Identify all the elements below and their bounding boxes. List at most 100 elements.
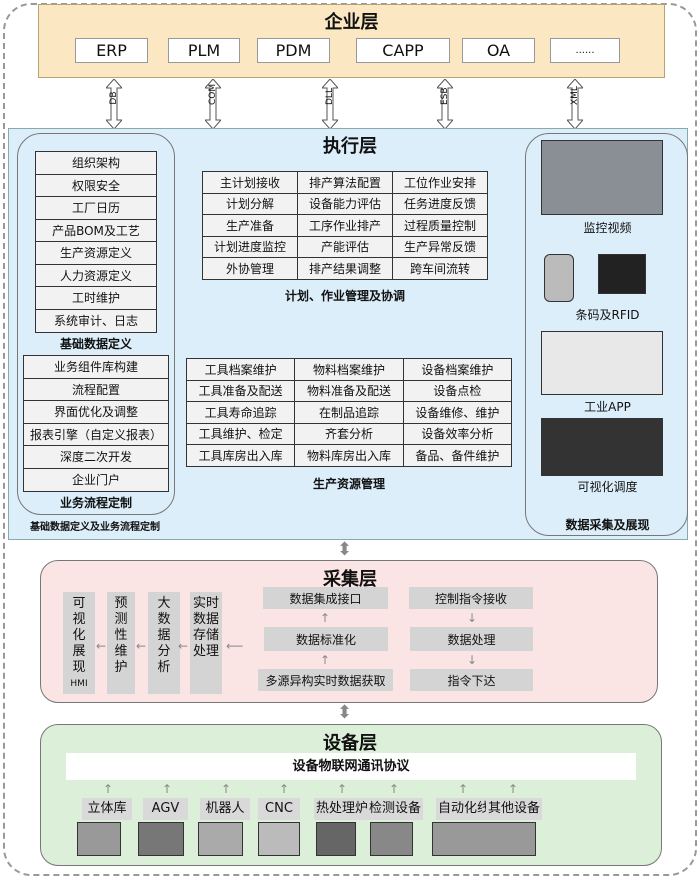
device-label: CNC (258, 798, 300, 820)
interface-label: DB (109, 91, 119, 105)
system-more: ...... (550, 38, 620, 63)
protocol-bar: 设备物联网通讯协议 (66, 753, 636, 780)
warehouse-image (77, 822, 121, 856)
list-item: 生产资源定义 (36, 242, 156, 265)
command-receive: 控制指令接收 (409, 587, 533, 609)
list-item: 产品BOM及工艺 (36, 219, 156, 242)
list-item: 组织架构 (36, 152, 156, 175)
integration-interface: 数据集成接口 (263, 587, 388, 609)
cell: 工序作业排产 (297, 214, 393, 237)
basic-data-label: 基础数据定义 (59, 337, 132, 351)
planning-label: 计划、作业管理及协调 (284, 289, 405, 303)
bigdata-box: 大数据分析 (148, 592, 180, 694)
list-item: 人力资源定义 (36, 264, 156, 287)
arrow-up-icon: ↑ (458, 782, 469, 796)
arrow-down-icon: ↓ (467, 653, 478, 667)
cell: 工具寿命追踪 (185, 401, 296, 424)
interface-label: ESB (440, 87, 450, 105)
basic-business-panel (17, 133, 175, 515)
device-label: 自动化线 (436, 798, 492, 820)
enterprise-title: 企业层 (324, 12, 379, 33)
cell: 计划分解 (202, 192, 298, 215)
arrow-left-icon: ← (136, 639, 147, 653)
device-label: 机器人 (200, 798, 250, 820)
cnc-image (258, 822, 300, 856)
hmi-label: HMI (70, 679, 88, 689)
rfid-image (598, 254, 646, 294)
command-issue: 指令下达 (410, 669, 533, 691)
monitor-video-label: 监控视频 (583, 221, 632, 235)
cell: 外协管理 (202, 257, 298, 280)
list-item: 界面优化及调整 (24, 401, 168, 424)
planning-table: 主计划接收排产算法配置工位作业安排 计划分解设备能力评估任务进度反馈 生产准备工… (202, 171, 488, 280)
business-flow-list: 业务组件库构建 流程配置 界面优化及调整 报表引擎（自定义报表） 深度二次开发 … (23, 355, 169, 492)
interface-dll-arrow: DLL (320, 78, 340, 130)
cell: 设备能力评估 (297, 192, 393, 215)
bigdata-text: 大数据分析 (157, 596, 171, 675)
list-item: 流程配置 (24, 378, 168, 401)
cell: 齐套分析 (294, 422, 404, 445)
arrow-up-icon: ↑ (389, 782, 400, 796)
industrial-app-label: 工业APP (584, 400, 631, 414)
business-flow-label: 业务流程定制 (59, 496, 132, 510)
arrow-up-icon: ↑ (279, 782, 290, 796)
cell: 过程质量控制 (392, 214, 488, 237)
cell: 工位作业安排 (392, 171, 488, 194)
resources-table: 工具档案维护物料档案维护设备档案维护 工具准备及配送物料准备及配送设备点检 工具… (185, 358, 513, 467)
cell: 计划进度监控 (202, 235, 298, 258)
list-item: 企业门户 (24, 468, 168, 491)
cell: 物料档案维护 (294, 358, 404, 381)
visual-dispatch-label: 可视化调度 (577, 480, 638, 494)
list-item: 权限安全 (36, 174, 156, 197)
arrow-up-icon: ↑ (320, 611, 331, 625)
system-capp: CAPP (356, 38, 450, 63)
arrow-up-icon: ↑ (162, 782, 173, 796)
cell: 物料库房出入库 (294, 444, 404, 467)
storage-text: 实时数据存储处理 (192, 596, 219, 659)
predictive-box: 预测性维护 (107, 592, 135, 694)
cell: 任务进度反馈 (392, 192, 488, 215)
cell: 工具维护、检定 (185, 422, 296, 445)
interface-db-arrow: DB (104, 78, 124, 130)
arrow-up-icon: ↑ (337, 782, 348, 796)
cell: 设备点检 (402, 379, 513, 402)
standardization: 数据标准化 (264, 627, 388, 651)
arrow-up-icon: ↑ (221, 782, 232, 796)
cell: 在制品追踪 (294, 401, 404, 424)
system-erp: ERP (75, 38, 148, 63)
arrow-left-icon: ← (178, 639, 189, 653)
list-item: 工时维护 (36, 287, 156, 310)
list-item: 报表引擎（自定义报表） (24, 423, 168, 446)
arrow-up-icon: ↑ (320, 653, 331, 667)
data-panel-label: 数据采集及展现 (565, 518, 650, 532)
hmi-text: 可视化展现 (72, 596, 86, 675)
arrow-left-icon: ← (96, 639, 107, 653)
visual-dispatch-image (541, 418, 663, 476)
cell: 排产算法配置 (297, 171, 393, 194)
interface-label: COM (208, 83, 218, 105)
system-plm: PLM (168, 38, 240, 63)
cell: 工具准备及配送 (185, 379, 296, 402)
cell: 备品、备件维护 (402, 444, 513, 467)
cell: 产能评估 (297, 235, 393, 258)
cell: 工具库房出入库 (185, 444, 296, 467)
interface-label: XML (570, 86, 580, 105)
barcode-rfid-label: 条码及RFID (575, 308, 640, 322)
interface-com-arrow: COM (203, 78, 223, 130)
gather-title: 采集层 (323, 569, 377, 590)
list-item: 系统审计、日志 (36, 309, 156, 332)
double-arrow-icon: ⬍ (337, 702, 353, 723)
predictive-text: 预测性维护 (114, 596, 128, 675)
list-item: 深度二次开发 (24, 446, 168, 469)
cell: 设备维修、维护 (402, 401, 513, 424)
storage-box: 实时数据存储处理 (190, 592, 222, 694)
arrow-left-icon: ⟵ (226, 639, 244, 653)
list-item: 工厂日历 (36, 197, 156, 220)
industrial-app-image (541, 331, 663, 395)
left-panel-label: 基础数据定义及业务流程定制 (30, 522, 160, 533)
cell: 跨车间流转 (392, 257, 488, 280)
arrow-down-icon: ↓ (467, 611, 478, 625)
automation-line-image (432, 822, 536, 856)
device-label: 检测设备 (367, 798, 423, 820)
inspection-image (370, 822, 413, 856)
